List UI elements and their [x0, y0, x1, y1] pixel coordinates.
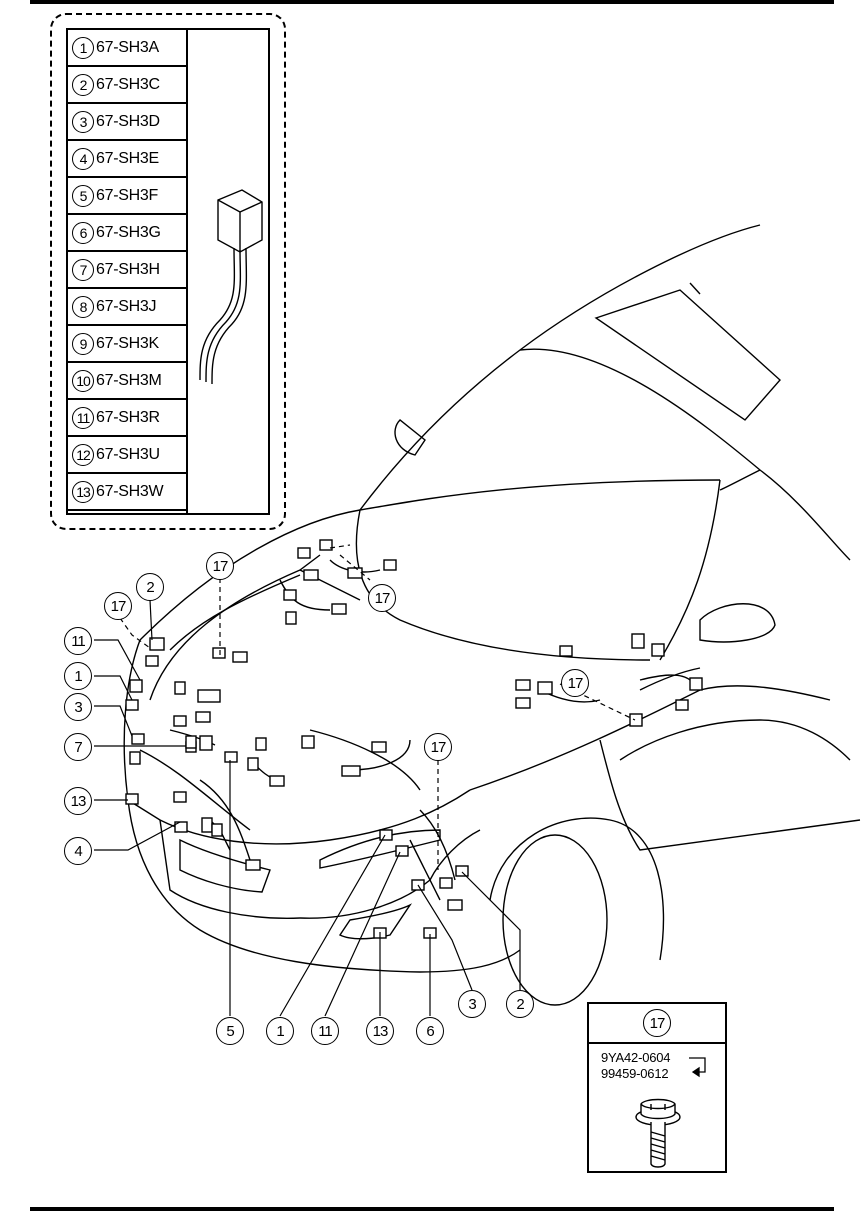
legend-number: 13 [72, 480, 94, 503]
legend-part-code: 67-SH3R [96, 408, 160, 426]
legend-number: 3 [72, 110, 94, 133]
callout-13: 13 [64, 787, 92, 815]
legend-part-code: 67-SH3W [96, 482, 164, 500]
legend-part-code: 67-SH3C [96, 75, 160, 93]
legend-number: 1 [72, 36, 94, 59]
legend-number: 2 [72, 73, 94, 96]
callout-5: 5 [216, 1017, 244, 1045]
legend-number: 6 [72, 221, 94, 244]
connector-pigtail-icon [199, 189, 263, 385]
legend-part-code: 67-SH3J [96, 297, 157, 315]
legend-number: 8 [72, 295, 94, 318]
legend-number: 11 [72, 406, 94, 429]
legend-part-code: 67-SH3U [96, 445, 160, 463]
callout-17: 17 [643, 1009, 671, 1037]
legend-part-code: 67-SH3K [96, 334, 159, 352]
legend-column-divider [186, 30, 188, 513]
legend-number: 4 [72, 147, 94, 170]
bottom-rule [30, 1207, 834, 1211]
callout-17: 17 [561, 669, 589, 697]
legend-box [50, 13, 286, 530]
callout-2: 2 [136, 573, 164, 601]
callout-17: 17 [206, 552, 234, 580]
callout-17: 17 [424, 733, 452, 761]
bolt-part-number: 99459-0612 [601, 1066, 669, 1081]
legend-part-code: 67-SH3F [96, 186, 158, 204]
legend-number: 10 [72, 369, 94, 392]
legend-part-code: 67-SH3E [96, 149, 159, 167]
legend-number: 9 [72, 332, 94, 355]
legend-part-code: 67-SH3M [96, 371, 162, 389]
bolt-detail-header: 17 [589, 1004, 725, 1044]
callout-7: 7 [64, 733, 92, 761]
callout-1: 1 [266, 1017, 294, 1045]
callout-17: 17 [368, 584, 396, 612]
legend-number: 12 [72, 443, 94, 466]
legend-part-code: 67-SH3H [96, 260, 160, 278]
callout-4: 4 [64, 837, 92, 865]
callout-3: 3 [64, 693, 92, 721]
callout-6: 6 [416, 1017, 444, 1045]
callout-13: 13 [366, 1017, 394, 1045]
top-rule [30, 0, 834, 4]
legend-part-code: 67-SH3G [96, 223, 161, 241]
bracket-arrow-icon [689, 1057, 706, 1078]
callout-3: 3 [458, 990, 486, 1018]
legend-number: 7 [72, 258, 94, 281]
callout-17: 17 [104, 592, 132, 620]
callout-1: 1 [64, 662, 92, 690]
callout-11: 11 [64, 627, 92, 655]
bolt-detail-box: 17 9YA42-0604 99459-0612 [587, 1002, 727, 1173]
bolt-icon [635, 1098, 681, 1168]
callout-2: 2 [506, 990, 534, 1018]
legend-number: 5 [72, 184, 94, 207]
legend-part-code: 67-SH3D [96, 112, 160, 130]
bolt-part-number: 9YA42-0604 [601, 1050, 671, 1065]
legend-part-code: 67-SH3A [96, 38, 159, 56]
callout-11: 11 [311, 1017, 339, 1045]
